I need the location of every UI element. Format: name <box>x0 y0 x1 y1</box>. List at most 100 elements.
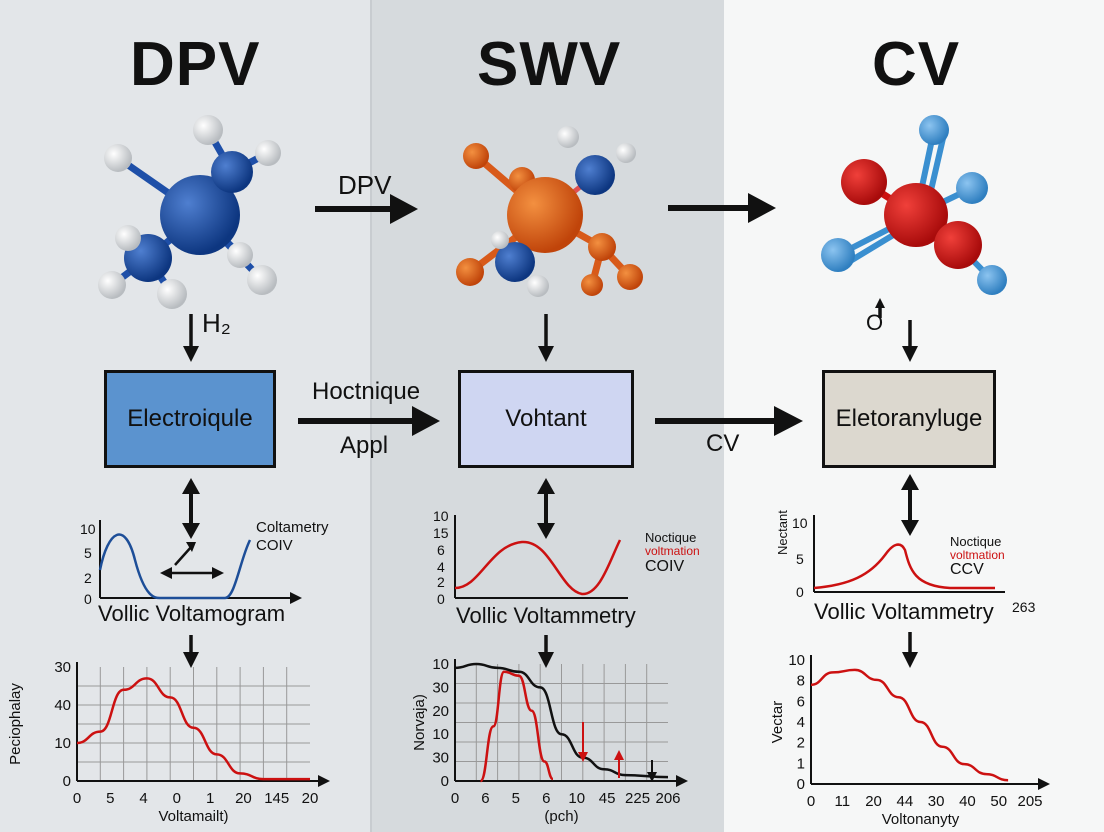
x-axis-title: (pch) <box>544 808 578 825</box>
series-line-1 <box>454 662 669 779</box>
small-left-ytick-2: 2 <box>84 570 92 586</box>
title-swv: SWV <box>477 30 622 99</box>
small-left-ytick-3: 0 <box>84 591 92 607</box>
small-left-legend-1: COIV <box>256 537 293 554</box>
y-tick-label: 6 <box>797 693 805 710</box>
x-tick-label: 6 <box>542 790 550 807</box>
small-right-ytick-1: 5 <box>796 551 804 567</box>
x-axis-title: Voltonanyty <box>882 811 960 828</box>
y-axis-title: Peciophalay <box>7 683 24 765</box>
x-tick-label: 40 <box>959 793 976 810</box>
series-line-1 <box>810 668 1009 782</box>
y-tick-label: 0 <box>797 776 805 793</box>
x-tick-label: 11 <box>834 793 850 810</box>
small-middle-legend-0: Noctique <box>645 530 697 545</box>
molecule-dpv-icon <box>98 115 281 309</box>
small-right-extra: 263 <box>1012 599 1036 615</box>
y-tick-label: 10 <box>432 656 449 673</box>
y-tick-label: 1 <box>797 755 805 772</box>
small-middle-ytick-5: 0 <box>437 591 445 607</box>
y-tick-label: 2 <box>797 735 805 752</box>
x-tick-label: 30 <box>928 793 945 810</box>
arrow-label-appl: Appl <box>340 432 389 459</box>
y-axis-title: Vectar <box>769 701 786 744</box>
small-right-ytick-2: 0 <box>796 584 804 600</box>
x-tick-label: 0 <box>73 790 81 807</box>
arrow-label-cv: CV <box>706 430 740 457</box>
x-tick-label: 44 <box>897 793 914 810</box>
x-tick-label: 0 <box>807 793 815 810</box>
arrow-label-o: O <box>866 310 884 335</box>
y-tick-label: 8 <box>797 673 805 690</box>
small-middle-ytick-4: 2 <box>437 574 445 590</box>
small-left-caption: Vollic Voltamogram <box>98 601 286 626</box>
small-right-legend-1: voltmation <box>950 548 1005 562</box>
small-middle-legend-1: voltmation <box>645 544 700 558</box>
y-tick-label: 0 <box>63 773 71 790</box>
small-middle-ytick-2: 6 <box>437 542 445 558</box>
y-tick-label: 20 <box>432 703 449 720</box>
x-tick-label: 0 <box>173 790 181 807</box>
y-tick-label: 4 <box>797 714 805 731</box>
small-right-caption: Vollic Voltammetry <box>814 599 994 624</box>
arrow-label-h2: H₂ <box>202 308 231 338</box>
x-axis-arrow <box>318 775 330 787</box>
small-left-ytick-0: 10 <box>80 521 96 537</box>
x-tick-label: 5 <box>512 790 520 807</box>
y-tick-label: 30 <box>432 679 449 696</box>
x-tick-label: 4 <box>139 790 147 807</box>
x-tick-label: 45 <box>599 790 616 807</box>
small-chart-right-graphic <box>813 515 1005 593</box>
series-line-2 <box>479 670 554 783</box>
arrow-label-hoctnique: Hoctnique <box>312 378 421 405</box>
x-tick-label: 145 <box>264 790 289 807</box>
molecule-cv-icon <box>821 115 1007 295</box>
small-middle-ytick-3: 4 <box>437 559 445 575</box>
box-electroiqule: Electroiqule <box>104 370 276 468</box>
y-tick-label: 10 <box>432 726 449 743</box>
y-tick-label: 30 <box>54 659 71 676</box>
x-axis-arrow <box>676 775 688 787</box>
molecule-swv-icon <box>456 126 643 297</box>
marker-arrow-head <box>614 750 624 760</box>
small-middle-legend-2: COIV <box>645 558 685 575</box>
small-middle-caption: Vollic Voltammetry <box>456 603 636 628</box>
small-right-ytick-0: 10 <box>792 515 808 531</box>
marker-arrow-head <box>578 752 588 762</box>
x-tick-label: 225 <box>625 790 650 807</box>
y-tick-label: 10 <box>54 735 71 752</box>
small-chart-left-graphic <box>98 520 302 604</box>
small-left-legend-0: Coltametry <box>256 519 329 536</box>
x-axis-arrow <box>1038 778 1050 790</box>
x-tick-label: 20 <box>865 793 882 810</box>
x-tick-label: 206 <box>655 790 680 807</box>
marker-arrow-head <box>647 772 657 782</box>
x-tick-label: 0 <box>451 790 459 807</box>
x-tick-label: 10 <box>568 790 585 807</box>
y-axis-title: Norvaja) <box>411 694 428 751</box>
y-tick-label: 30 <box>432 750 449 767</box>
y-tick-label: 10 <box>788 652 805 669</box>
x-tick-label: 20 <box>302 790 319 807</box>
series-line-1 <box>76 677 310 781</box>
small-left-ytick-1: 5 <box>84 545 92 561</box>
x-tick-label: 20 <box>235 790 252 807</box>
x-tick-label: 5 <box>106 790 114 807</box>
x-tick-label: 50 <box>990 793 1007 810</box>
arrow-label-dpv: DPV <box>338 170 392 200</box>
x-axis-title: Voltamailt) <box>158 808 228 825</box>
y-tick-label: 40 <box>54 697 71 714</box>
y-tick-label: 0 <box>441 773 449 790</box>
x-tick-label: 6 <box>481 790 489 807</box>
box-eletoranyluge: Eletoranyluge <box>822 370 996 468</box>
title-cv: CV <box>872 30 961 99</box>
title-dpv: DPV <box>130 30 261 99</box>
small-chart-middle-graphic <box>454 515 628 599</box>
small-right-legend-2: CCV <box>950 561 984 578</box>
box-vohtant: Vohtant <box>458 370 634 468</box>
x-tick-label: 205 <box>1017 793 1042 810</box>
